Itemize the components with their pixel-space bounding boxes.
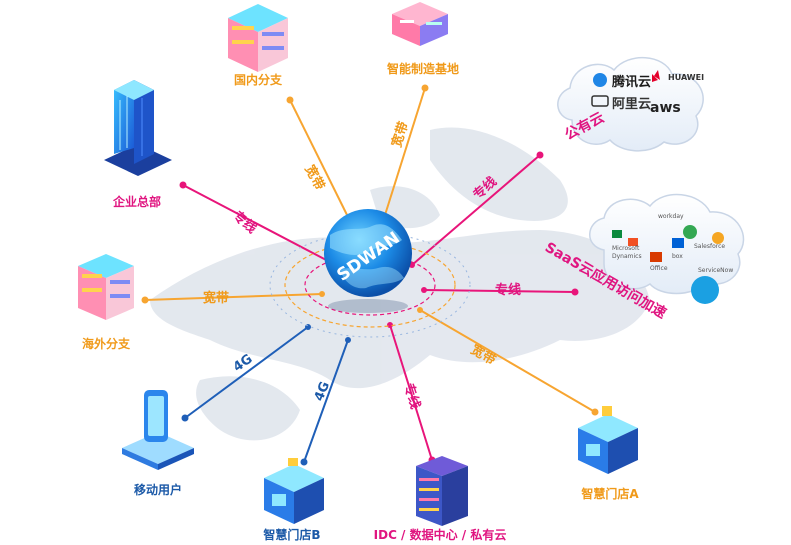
links: [144, 87, 596, 463]
link-domestic-branch: [289, 99, 353, 226]
tencent-cloud-logo-text: 腾讯云: [611, 74, 651, 90]
node-label-hq: 企业总部: [112, 194, 161, 209]
dot: [286, 96, 294, 104]
link-label-broadband: 宽带: [388, 120, 412, 151]
aliyun-icon: [591, 95, 609, 107]
microsoft-icon: [628, 238, 638, 246]
link-label-4g: 4G: [312, 380, 333, 404]
office-icon: [650, 252, 662, 262]
link-store-b: [303, 339, 349, 463]
app-icon: [712, 232, 724, 244]
dot: [300, 458, 308, 466]
saas-logo: box: [672, 253, 683, 260]
server-rack-icon: [416, 456, 468, 526]
dot: [536, 151, 544, 159]
sdwan-globe: SDWAN: [324, 209, 412, 313]
tencent-cloud-icon: [593, 73, 607, 87]
node-label-mobile-user: 移动用户: [134, 482, 182, 497]
dot: [141, 296, 149, 304]
store-b-icon: [264, 458, 324, 524]
dot: [179, 181, 187, 189]
dot: [345, 337, 351, 343]
link-label-dedicated: 专线: [400, 381, 423, 411]
node-label-domestic-branch: 国内分支: [234, 72, 283, 87]
salesforce-cloud-icon: [691, 276, 719, 304]
mobile-phone-icon: [122, 390, 194, 470]
hq-tower-icon: [104, 80, 172, 176]
saas-logo: Salesforce: [694, 243, 725, 250]
link-idc: [389, 324, 433, 461]
box-icon: [672, 238, 684, 248]
saas-logo: Microsoft: [612, 245, 640, 252]
node-label-smart-manufacturing: 智能制造基地: [386, 61, 459, 76]
dot: [181, 414, 189, 422]
link-hq: [182, 184, 331, 263]
domestic-branch-building-icon: [228, 4, 288, 72]
dot: [319, 291, 325, 297]
node-label-store-a: 智慧门店A: [580, 486, 639, 501]
node-label-idc: IDC / 数据中心 / 私有云: [374, 527, 507, 542]
link-store-a: [419, 309, 596, 413]
factory-icon: [392, 2, 448, 46]
saas-cloud-icon: [589, 193, 745, 304]
store-a-icon: [578, 406, 638, 474]
dot: [571, 288, 579, 296]
node-label-overseas-branch: 海外分支: [82, 336, 131, 351]
dot: [591, 408, 599, 416]
dot: [421, 84, 429, 92]
huawei-logo-text: HUAWEI: [668, 73, 704, 82]
saas-logo: Office: [650, 265, 668, 272]
saas-logo-list: workday Microsoft Dynamics Office Salesf…: [612, 213, 733, 274]
aws-logo-text: aws: [650, 100, 681, 116]
link-label-broadband: 宽带: [202, 290, 229, 306]
dot: [421, 287, 427, 293]
world-map-background: [150, 127, 650, 441]
dot: [417, 307, 423, 313]
link-label-4g: 4G: [231, 352, 256, 376]
saas-logo: ServiceNow: [698, 267, 733, 274]
link-smart-manufacturing: [384, 87, 426, 216]
link-mobile-user: [184, 326, 309, 419]
chrome-icon: [683, 225, 697, 239]
saas-logo: Dynamics: [612, 253, 642, 260]
dynamics-icon: [612, 230, 622, 238]
link-overseas-branch: [144, 293, 323, 301]
aliyun-logo-text: 阿里云: [612, 97, 651, 112]
saas-logo: workday: [658, 213, 684, 220]
link-saas: [423, 289, 576, 293]
link-public-cloud: [411, 154, 541, 266]
node-label-store-b: 智慧门店B: [262, 527, 320, 542]
dot: [387, 322, 393, 328]
link-label-dedicated: 专线: [495, 282, 521, 298]
overseas-branch-building-icon: [78, 254, 134, 320]
public-cloud-icon: 腾讯云 HUAWEI 阿里云 aws: [557, 56, 704, 152]
huawei-icon: [652, 70, 660, 82]
